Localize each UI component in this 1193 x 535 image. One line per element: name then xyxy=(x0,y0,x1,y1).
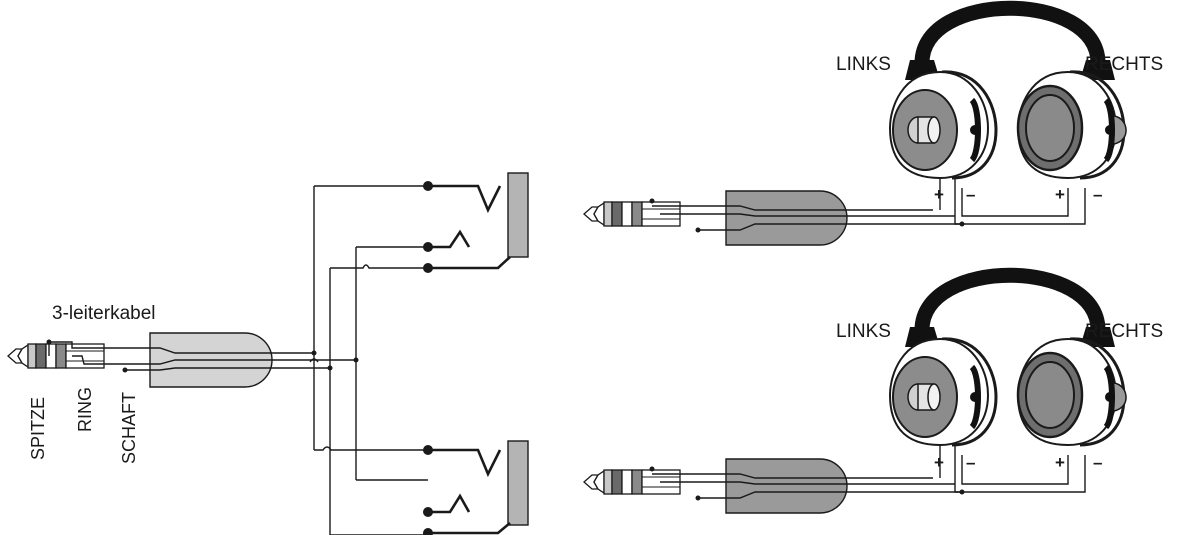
left-label-top: LINKS xyxy=(836,54,891,75)
plus-sign: + xyxy=(1055,453,1065,472)
splitter-wiring xyxy=(309,185,428,535)
right-label-top: RECHTS xyxy=(1085,54,1163,75)
jack-top xyxy=(423,172,529,273)
tip-label: SPITZE xyxy=(28,397,48,460)
minus-sign: – xyxy=(966,185,975,204)
headphone-bottom-assembly xyxy=(583,275,1126,514)
minus-sign: – xyxy=(966,453,975,472)
right-label-bottom: RECHTS xyxy=(1085,321,1163,342)
minus-sign: – xyxy=(1093,453,1102,472)
minus-sign: – xyxy=(1093,185,1102,204)
main-plug xyxy=(7,332,356,388)
left-label-bottom: LINKS xyxy=(836,321,891,342)
plus-sign: + xyxy=(934,185,944,204)
cable-label: 3-leiterkabel xyxy=(52,303,156,324)
ring-label: RING xyxy=(75,387,95,432)
headphone-top-assembly xyxy=(583,8,1126,246)
plus-sign: + xyxy=(1055,185,1065,204)
sleeve-label: SCHAFT xyxy=(119,392,139,464)
jack-bottom xyxy=(423,440,529,535)
plus-sign: + xyxy=(934,453,944,472)
